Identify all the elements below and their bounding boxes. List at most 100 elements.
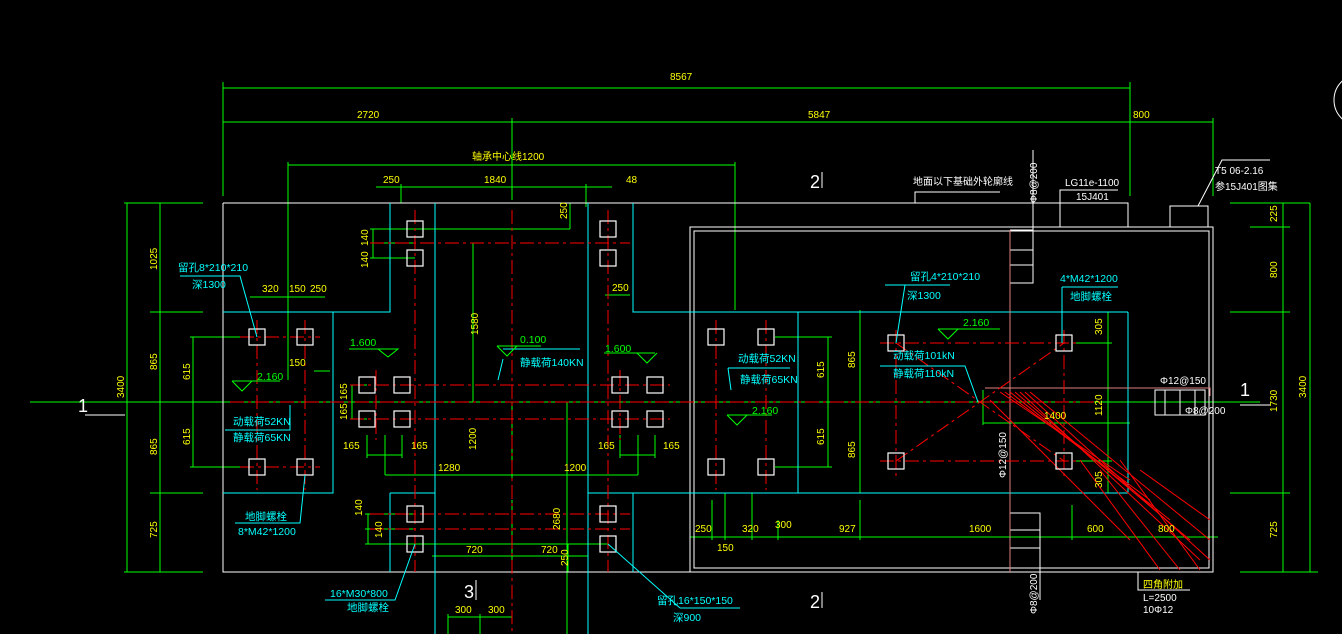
- dim-label: 225: [1269, 205, 1280, 222]
- dim-label: 725: [149, 521, 160, 538]
- dim-label: 250: [559, 202, 570, 219]
- hatching: [989, 391, 1211, 571]
- dim-label: 165: [598, 441, 615, 452]
- elevation-label: 0.100: [520, 334, 546, 346]
- anchor-hole: [406, 535, 424, 553]
- elevation-label: 2.160: [752, 405, 778, 417]
- section-marker: 1: [78, 396, 88, 416]
- anchor-hole: [1055, 452, 1073, 470]
- anchor-hole: [248, 328, 266, 346]
- anchor-hole: [757, 328, 775, 346]
- dim-label: 150: [289, 284, 306, 295]
- dim-label: 5847: [808, 110, 831, 121]
- note: Φ8@200: [1029, 162, 1040, 203]
- dim-label: 140: [360, 229, 371, 246]
- dim-label: 8567: [670, 72, 693, 83]
- elevation-labels: 1.600 0.100 1.600 2.160 2.160 2.160: [257, 317, 989, 417]
- annotation: 留孔4*210*210: [910, 270, 980, 283]
- anchor-hole: [406, 249, 424, 267]
- anchor-hole: [887, 452, 905, 470]
- annotation: 8*M42*1200: [238, 526, 296, 538]
- elevation-label: 2.160: [963, 317, 989, 329]
- dim-label: 320: [742, 524, 759, 535]
- annotation: 地脚螺栓: [245, 510, 287, 523]
- anchor-hole: [393, 376, 411, 394]
- dim-label: 150: [717, 543, 734, 554]
- dim-label: 1730: [1269, 389, 1280, 412]
- dim-label: 615: [182, 428, 193, 445]
- annotation: 深900: [673, 612, 701, 624]
- dim-label: 250: [695, 524, 712, 535]
- anchor-hole: [1055, 334, 1073, 352]
- note: 四角附加: [1143, 578, 1183, 591]
- leader-lines: [180, 275, 1118, 609]
- dim-label: 140: [360, 251, 371, 268]
- dim-label: 165: [343, 441, 360, 452]
- dim-label: 600: [1087, 524, 1104, 535]
- anchor-hole: [707, 458, 725, 476]
- annotation: 静载荷140KN: [520, 356, 584, 369]
- note: 10Φ12: [1143, 605, 1174, 616]
- dim-label: 1400: [1044, 411, 1067, 422]
- anchor-hole: [393, 410, 411, 428]
- dim-label: 1200: [468, 427, 479, 450]
- dim-label: 250: [612, 283, 629, 294]
- dim-label: 140: [354, 499, 365, 516]
- annotation: 留孔8*210*210: [178, 261, 248, 274]
- annotation: 留孔16*150*150: [657, 594, 733, 607]
- dimension-lines: [30, 82, 1318, 634]
- anchor-hole: [887, 334, 905, 352]
- anchor-hole: [406, 220, 424, 238]
- note: Φ8@200: [1029, 573, 1040, 614]
- note: 地面以下基础外轮廓线: [913, 175, 1013, 188]
- dim-label: 165: [411, 441, 428, 452]
- dim-label: 2680: [552, 507, 563, 530]
- dim-label: 165: [339, 383, 350, 400]
- annotation: 动载荷101kN: [893, 350, 955, 362]
- anchor-hole: [358, 376, 376, 394]
- note: 15J401: [1076, 192, 1109, 203]
- note: L=2500: [1143, 593, 1177, 604]
- anchor-hole: [358, 410, 376, 428]
- dim-label: 48: [626, 175, 638, 186]
- dim-label: 1840: [484, 175, 507, 186]
- anchor-hole: [611, 410, 629, 428]
- dim-label: 300: [488, 605, 505, 616]
- elevation-markers: [231, 328, 1000, 426]
- anchor-hole: [599, 505, 617, 523]
- dim-label: 800: [1158, 524, 1175, 535]
- notes: 地面以下基础外轮廓线 LG11e-1100 15J401 T5 06-2.16 …: [913, 162, 1278, 616]
- note: 参15J401图集: [1215, 180, 1278, 193]
- dim-label: 165: [339, 403, 350, 420]
- dim-label: 1600: [969, 524, 992, 535]
- anchor-hole: [296, 328, 314, 346]
- centerlines: [230, 210, 1100, 634]
- dim-label: 305: [1094, 318, 1105, 335]
- dim-label: 300: [455, 605, 472, 616]
- note: Φ8@200: [1185, 406, 1226, 417]
- dim-label: 1025: [149, 247, 160, 270]
- note: Φ12@150: [1160, 376, 1206, 387]
- anchor-hole: [599, 249, 617, 267]
- dim-label: 320: [262, 284, 279, 295]
- section-marker: 3: [464, 582, 474, 602]
- dim-label: 1120: [1094, 394, 1105, 416]
- dim-label: 305: [1094, 471, 1105, 488]
- dim-label: 1580: [470, 312, 481, 335]
- annotation: 地脚螺栓: [347, 601, 389, 614]
- annotation: 静载荷65KN: [740, 373, 798, 386]
- note: Φ12@150: [998, 432, 1009, 478]
- annotations: 留孔8*210*210 深1300 动载荷52KN 静载荷65KN 静载荷140…: [178, 261, 1118, 624]
- dim-label: 720: [466, 545, 483, 556]
- elevation-label: 1.600: [605, 343, 631, 355]
- dim-label: 865: [847, 441, 858, 458]
- viewcube-circle[interactable]: [1333, 74, 1342, 126]
- dim-label: 800: [1133, 110, 1150, 121]
- elevation-label: 2.160: [257, 371, 283, 383]
- anchor-hole: [599, 535, 617, 553]
- dim-label: 165: [663, 441, 680, 452]
- dim-label: 150: [289, 358, 306, 369]
- dimension-labels: 8567 2720 5847 800 250 1840 48 250 140 1…: [116, 72, 1309, 616]
- dim-label: 3400: [116, 375, 127, 398]
